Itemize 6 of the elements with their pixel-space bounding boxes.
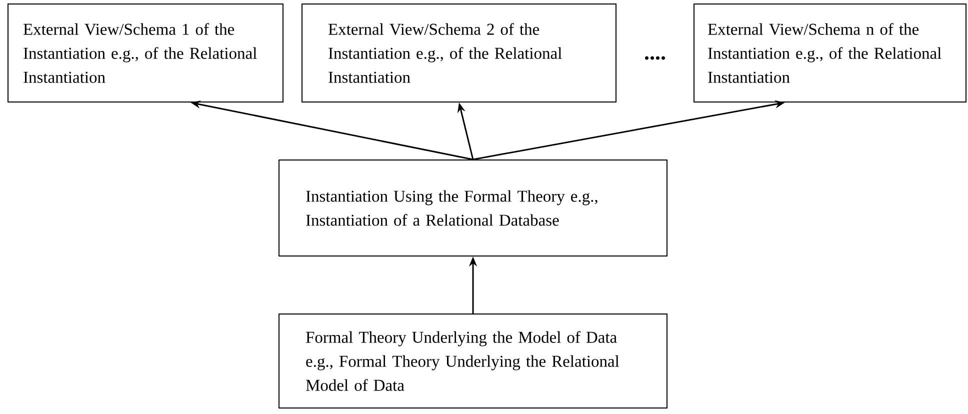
text-box: External View/Schema 1 of the Instantiation e.g., of the Relational Instantiation <box>8 4 284 102</box>
text-box: External View/Schema n of the Instantiation e.g., of the Relational Instantiation <box>694 4 966 102</box>
text-box: Formal Theory Underlying the Model of Data e.g., Formal Theory Underlying the Relational Model of Data <box>278 314 668 408</box>
text-box: External View/Schema 2 of the Instantiation e.g., of the Relational Instantiation <box>302 4 616 102</box>
ellipsis: .... <box>644 56 666 60</box>
text-box: Instantiation Using the Formal Theory e.g., Instantiation of a Relational Database <box>278 160 668 256</box>
